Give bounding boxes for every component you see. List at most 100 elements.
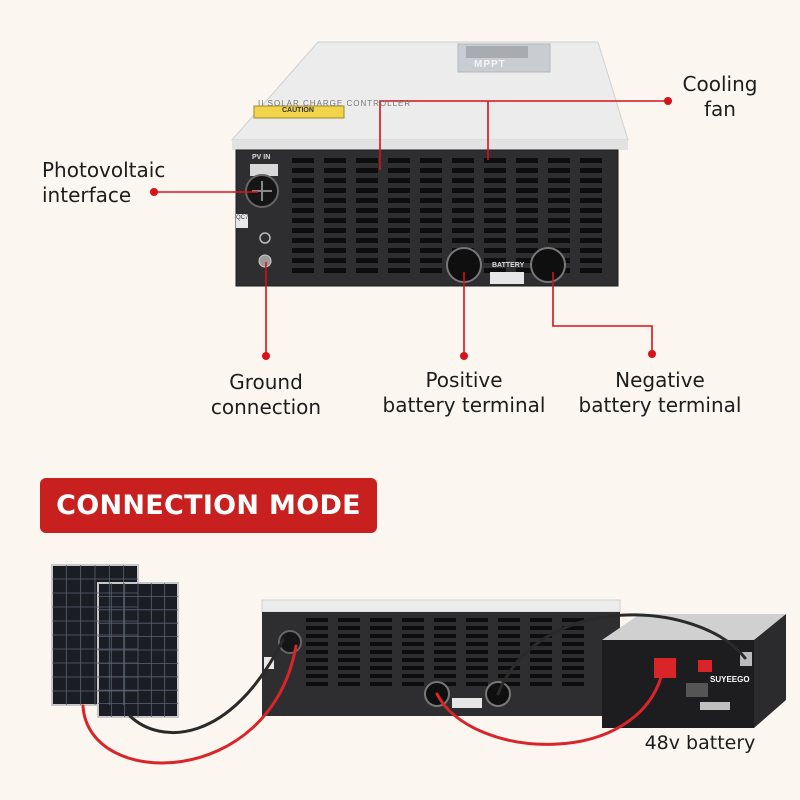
vent-slot [580, 218, 602, 223]
vent-slot [388, 228, 410, 233]
vent-slot [580, 158, 602, 163]
vent-slot [402, 666, 424, 670]
vent-slot [324, 228, 346, 233]
vent-slot [548, 238, 570, 243]
vent-slot [484, 258, 506, 263]
vent-slot [324, 218, 346, 223]
vent-slot [498, 666, 520, 670]
vent-slot [338, 634, 360, 638]
battery-brand: SUYEEGO [710, 675, 750, 684]
vent-slot [338, 666, 360, 670]
vent-slot [420, 218, 442, 223]
vent-slot [356, 238, 378, 243]
vent-slot [324, 268, 346, 273]
vent-slot [338, 682, 360, 686]
vent-slot [388, 258, 410, 263]
vent-slot [370, 682, 392, 686]
vent-slot [530, 658, 552, 662]
controller-lid [230, 41, 629, 141]
vent-slot [402, 642, 424, 646]
vent-slot [484, 208, 506, 213]
vent-slot [370, 634, 392, 638]
vent-slot [484, 228, 506, 233]
battery-caption: 48v battery [644, 732, 756, 754]
vent-slot [466, 642, 488, 646]
vent-slot [548, 228, 570, 233]
vent-slot [548, 188, 570, 193]
vent-slot [306, 650, 328, 654]
vent-slot [498, 650, 520, 654]
vent-slot [466, 626, 488, 630]
vent-slot [498, 626, 520, 630]
vent-slot [548, 158, 570, 163]
vent-slot [356, 168, 378, 173]
vent-slot [562, 650, 584, 654]
vent-slot [356, 158, 378, 163]
callout-negative: Negative battery terminal [578, 368, 742, 417]
vent-slot [402, 626, 424, 630]
vent-slot [338, 626, 360, 630]
vent-slot [420, 248, 442, 253]
vent-slot [516, 178, 538, 183]
vent-slot [580, 178, 602, 183]
vent-slot [580, 188, 602, 193]
vent-slot [434, 634, 456, 638]
vent-slot [402, 682, 424, 686]
vent-slot [292, 228, 314, 233]
vent-slot [306, 642, 328, 646]
qc-sticker [236, 214, 248, 228]
vent-slot [516, 188, 538, 193]
vent-slot [466, 682, 488, 686]
vent-slot [324, 238, 346, 243]
vent-slot [452, 208, 474, 213]
vent-slot [530, 634, 552, 638]
vent-slot [484, 178, 506, 183]
vent-slot [466, 618, 488, 622]
vent-slot [292, 238, 314, 243]
vent-slot [388, 208, 410, 213]
vent-slot [388, 198, 410, 203]
vent-slot [562, 618, 584, 622]
vent-slot [370, 650, 392, 654]
vent-slot [466, 666, 488, 670]
vent-slot [324, 258, 346, 263]
vent-slot [580, 228, 602, 233]
vent-slot [516, 238, 538, 243]
vent-slot [580, 248, 602, 253]
vent-slot [388, 248, 410, 253]
vent-slot [580, 208, 602, 213]
vent-slot [580, 258, 602, 263]
vent-slot [434, 618, 456, 622]
vent-slot [292, 268, 314, 273]
vent-slot [324, 198, 346, 203]
vent-slot [498, 674, 520, 678]
vent-slot [580, 168, 602, 173]
vent-slot [420, 168, 442, 173]
vent-slot [530, 666, 552, 670]
vent-slot [356, 188, 378, 193]
vent-slot [420, 188, 442, 193]
vent-slot [292, 198, 314, 203]
vent-slot [370, 618, 392, 622]
pv-in-label: PV IN [252, 154, 271, 161]
vent-slot [562, 626, 584, 630]
vent-slot [292, 218, 314, 223]
vent-slot [562, 682, 584, 686]
connection-mode-banner: CONNECTION MODE [40, 478, 377, 533]
vent-slot [306, 674, 328, 678]
vent-slot [498, 618, 520, 622]
vent-slot [356, 228, 378, 233]
vent-slot [452, 228, 474, 233]
vent-slot [338, 658, 360, 662]
callout-dots [150, 97, 672, 360]
vent-slot [292, 188, 314, 193]
vent-slot [530, 674, 552, 678]
vent-slot [530, 618, 552, 622]
vent-slot [548, 178, 570, 183]
vent-grille [292, 158, 602, 273]
caution-text: CAUTION [282, 107, 314, 114]
vent-slot [530, 626, 552, 630]
vent-slot [370, 666, 392, 670]
battery-port-label: BATTERY [492, 262, 525, 269]
